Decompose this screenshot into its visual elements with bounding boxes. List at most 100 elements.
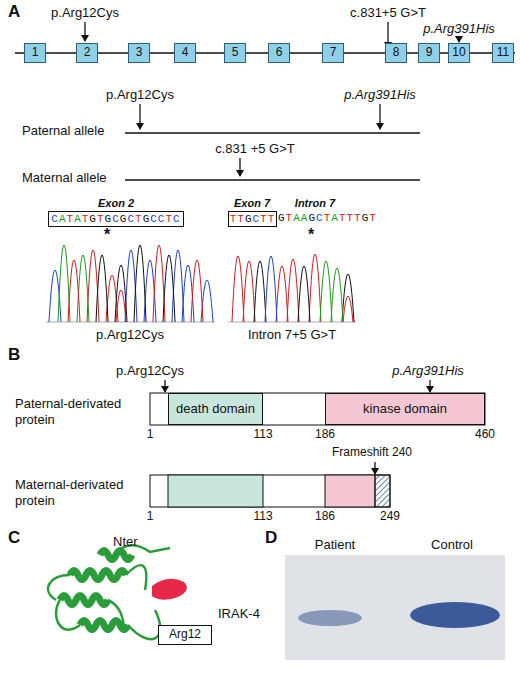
exon-number: 4 — [182, 46, 189, 59]
base-letter: T — [324, 212, 332, 224]
allele-line — [125, 179, 420, 180]
sequence-text: CATATGTGCGCTGCCTC — [51, 213, 180, 225]
protein-label: Maternal-derivated protein — [15, 477, 140, 509]
terminus-label: Nter — [113, 535, 138, 550]
mutation-arrow — [379, 104, 380, 129]
mutation-arrow — [458, 37, 459, 42]
mutation-arrow — [164, 380, 165, 392]
residue-number: 249 — [380, 510, 400, 524]
arg12-residue — [152, 579, 187, 600]
residue-number: 460 — [475, 428, 495, 442]
exon-number: 2 — [84, 46, 91, 59]
mutation-arrow — [429, 380, 430, 392]
residue-number: 113 — [253, 510, 272, 524]
exon-number: 3 — [136, 46, 143, 59]
lane-label: Control — [431, 538, 473, 553]
region-label: Exon 7 — [234, 197, 270, 210]
base-letter: T — [135, 213, 143, 225]
chromatogram-label: p.Arg12Cys — [96, 328, 164, 343]
base-letter: G — [105, 213, 113, 225]
protein-bar — [150, 393, 485, 425]
exon-box: 2 — [76, 43, 98, 63]
mutation-label: p.Arg391His — [344, 88, 416, 103]
western-blot — [285, 555, 505, 660]
chromatogram-baseline — [46, 322, 215, 323]
base-letter: T — [268, 213, 276, 225]
panel-letter: B — [8, 345, 20, 365]
base-letter: G — [278, 212, 286, 224]
exon-box: 10 — [448, 43, 470, 63]
base-letter: C — [112, 213, 120, 225]
mutation-mark: * — [104, 226, 110, 244]
base-letter: C — [173, 213, 181, 225]
mutation-arrow — [139, 104, 140, 129]
base-letter: G — [245, 213, 253, 225]
exon-box: 4 — [174, 43, 196, 63]
residue-number: 186 — [315, 510, 335, 524]
frameshift-arrow — [374, 462, 375, 474]
protein-name: IRAK-4 — [218, 607, 260, 622]
base-letter: C — [316, 212, 324, 224]
mutation-label: p.Arg391His — [423, 22, 495, 37]
exon-box: 3 — [128, 43, 150, 63]
base-letter: T — [354, 212, 362, 224]
base-letter: T — [165, 213, 173, 225]
protein-bar — [150, 475, 390, 507]
mutation-arrow — [84, 22, 85, 41]
sequence-box: CATATGTGCGCTGCCTC — [48, 211, 184, 227]
base-letter: G — [143, 213, 151, 225]
mutation-label: p.Arg12Cys — [116, 364, 184, 379]
exon-number: 1 — [32, 46, 39, 59]
base-letter: T — [82, 213, 90, 225]
base-letter: C — [127, 213, 135, 225]
base-letter: G — [362, 212, 370, 224]
exon-box: 7 — [322, 43, 344, 63]
exon-box: 9 — [418, 43, 440, 63]
residue-number: 1 — [147, 510, 154, 524]
base-letter: G — [308, 212, 316, 224]
protein-helix — [60, 596, 108, 605]
mutation-label: c.831 +5 G>T — [215, 142, 295, 157]
base-letter: T — [67, 213, 75, 225]
region-label: Intron 7 — [295, 197, 335, 210]
exon-number: 5 — [232, 46, 239, 59]
mutation-label: c.831+5 G>T — [350, 6, 426, 21]
base-letter: C — [253, 213, 261, 225]
sequence-text: GTAAGCTATTTGT — [278, 212, 377, 225]
death-domain-box — [168, 475, 263, 507]
kinase-domain-box — [325, 475, 375, 507]
residue-number: 186 — [315, 428, 335, 442]
protein-helix — [70, 571, 126, 580]
mutation-arrow — [239, 158, 240, 176]
kinase-domain-box: kinase domain — [325, 393, 485, 425]
region-label: Exon 2 — [98, 197, 134, 210]
lane-label: Patient — [315, 538, 355, 553]
chromatogram-label: Intron 7+5 G>T — [248, 328, 336, 343]
base-letter: C — [51, 213, 59, 225]
base-letter: C — [158, 213, 166, 225]
exon-box: 11 — [492, 43, 514, 63]
frameshift-label: Frameshift 240 — [332, 446, 412, 460]
chromatogram-trace — [254, 261, 354, 322]
sequence-box: TTGCTT — [228, 211, 277, 227]
residue-number: 113 — [253, 428, 272, 442]
protein-helix — [80, 621, 128, 630]
exon-number: 10 — [452, 46, 465, 59]
base-letter: T — [237, 213, 245, 225]
chromatogram-trace — [58, 245, 89, 322]
base-letter: A — [331, 212, 339, 224]
protein-loop — [48, 545, 170, 639]
panel-letter: D — [265, 528, 277, 548]
exon-number: 8 — [393, 46, 400, 59]
mutation-mark: * — [308, 226, 314, 244]
exon-number: 11 — [497, 46, 509, 59]
base-letter: T — [97, 213, 105, 225]
residue-box: Arg12 — [158, 625, 212, 645]
blot-band — [298, 610, 362, 626]
allele-label: Maternal allele — [22, 171, 107, 186]
base-letter: T — [369, 212, 377, 224]
base-letter: A — [293, 212, 301, 224]
base-letter: T — [339, 212, 347, 224]
